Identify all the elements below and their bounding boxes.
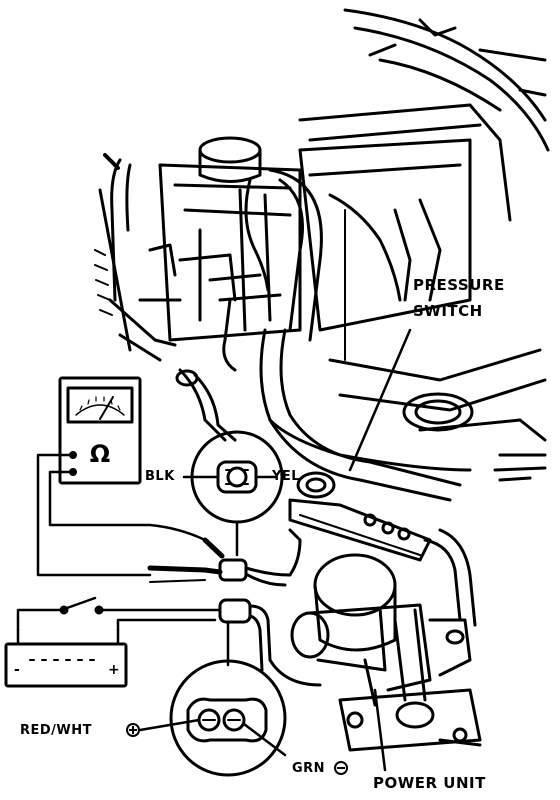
ohmmeter bbox=[58, 376, 142, 485]
power-unit bbox=[290, 553, 482, 772]
pressure-switch bbox=[288, 328, 477, 627]
battery-circuit bbox=[4, 596, 322, 688]
power-unit-connector-detail bbox=[138, 659, 287, 777]
pressure-switch-label-line1: PRESSURE bbox=[413, 276, 505, 294]
ohm-symbol: Ω bbox=[90, 440, 110, 468]
pressure-switch-label-line2: SWITCH bbox=[413, 302, 483, 320]
blk-wire-label: BLK bbox=[145, 469, 175, 484]
red-wht-wire-label: RED/WHT bbox=[20, 723, 93, 738]
grn-wire-label: GRN bbox=[292, 761, 326, 776]
pressure-switch-connector-detail bbox=[182, 430, 284, 557]
battery-negative-marker: - bbox=[14, 662, 20, 678]
positive-polarity-icon bbox=[126, 723, 140, 737]
negative-polarity-icon bbox=[334, 761, 348, 775]
battery-positive-marker: + bbox=[108, 662, 120, 678]
power-unit-label: POWER UNIT bbox=[373, 774, 486, 792]
engine-bay bbox=[298, 8, 550, 482]
yel-wire-label: YEL bbox=[272, 469, 301, 484]
ohmmeter-leads bbox=[36, 453, 225, 583]
master-cylinder-assembly bbox=[94, 136, 472, 502]
pressure-switch-harness-connector bbox=[218, 528, 302, 587]
